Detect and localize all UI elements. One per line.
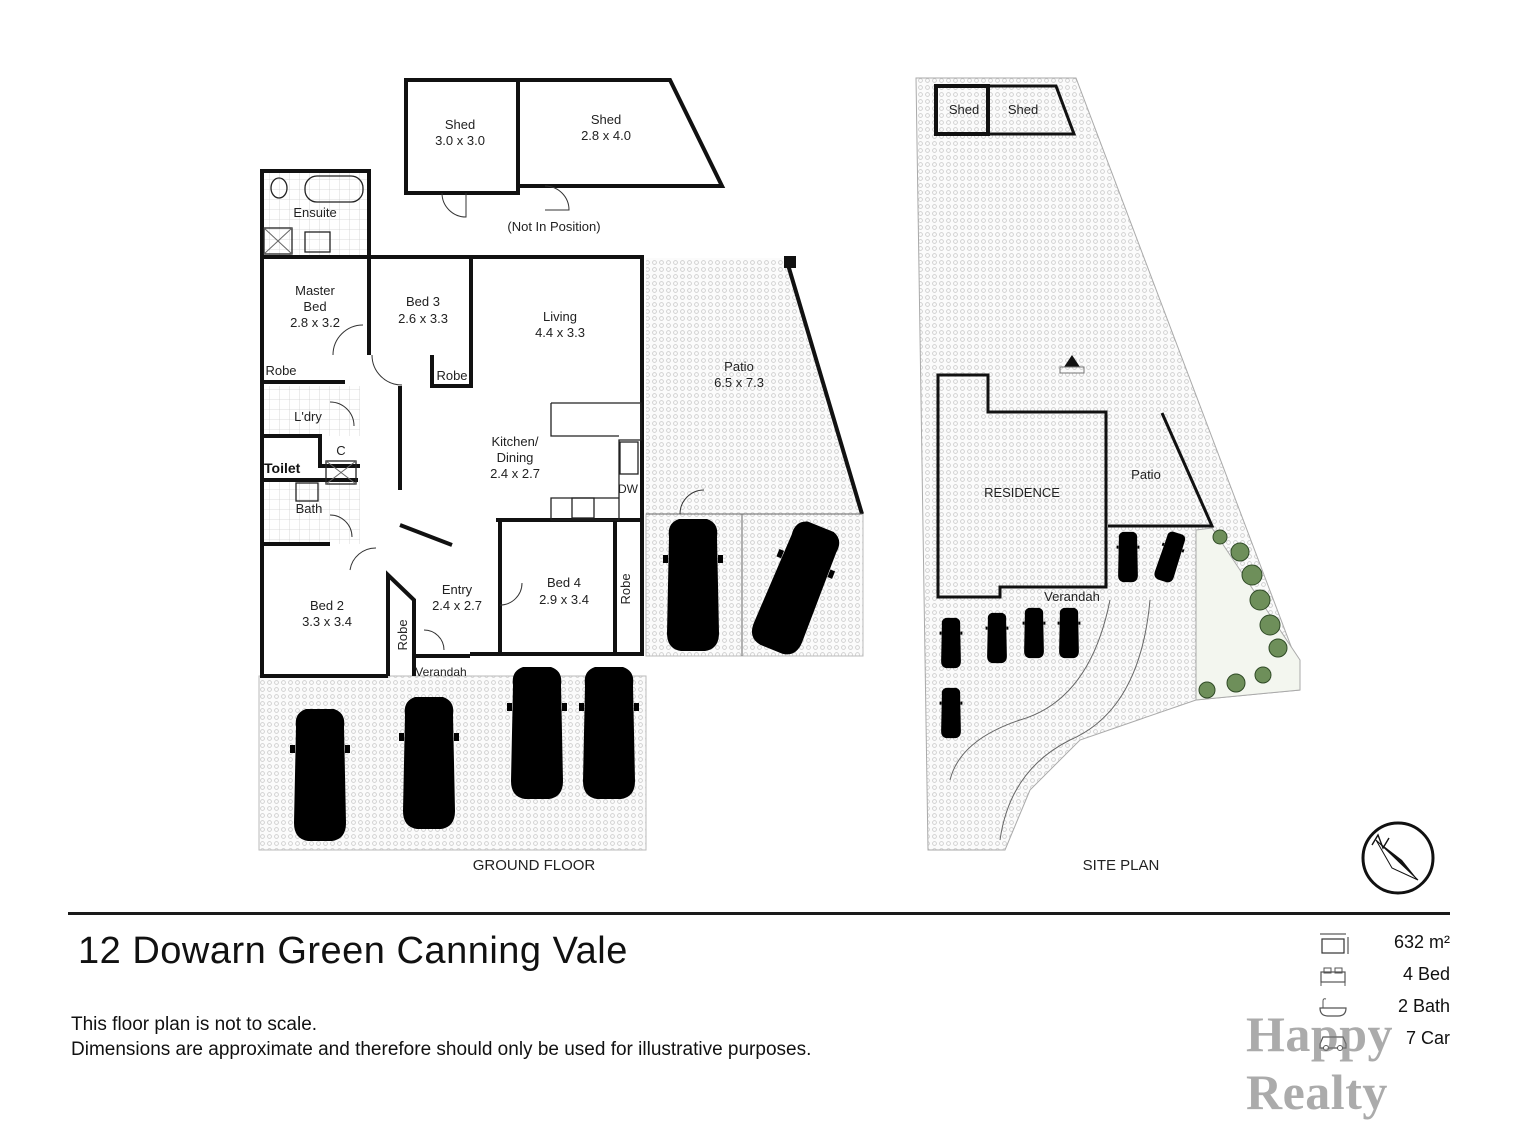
stat-cars: 7 Car — [1310, 1024, 1450, 1056]
label-bed-2: Bed 2 — [310, 598, 344, 613]
label-bed-4: Bed 4 — [547, 575, 581, 590]
site-boundary — [915, 77, 1301, 851]
car-icon — [1319, 1036, 1347, 1051]
stat-land-area-value: 632 m² — [1393, 932, 1450, 952]
disclaimer: This floor plan is not to scale. Dimensi… — [71, 1012, 811, 1062]
site-plan-caption: SITE PLAN — [1083, 857, 1160, 874]
label-robe-master: Robe — [265, 363, 296, 378]
stat-beds-value: 4 Bed — [1402, 964, 1450, 984]
site-label-shed-1: Shed — [949, 102, 979, 117]
car-front-4 — [579, 667, 639, 799]
footer-divider — [68, 912, 1450, 915]
land-area-icon — [1320, 933, 1349, 954]
label-master-1: Master — [295, 283, 335, 298]
label-cupboard: C — [336, 443, 345, 458]
size-shed-1: 3.0 x 3.0 — [435, 133, 485, 148]
size-entry: 2.4 x 2.7 — [432, 598, 482, 613]
label-bed-3: Bed 3 — [406, 294, 440, 309]
site-label-residence: RESIDENCE — [984, 485, 1060, 500]
size-bed-2: 3.3 x 3.4 — [302, 614, 352, 629]
label-robe-bed4: Robe — [618, 573, 633, 604]
site-car-5 — [1022, 607, 1046, 659]
stat-baths-value: 2 Bath — [1397, 996, 1450, 1016]
label-shed-1: Shed — [445, 117, 475, 132]
car-front-3 — [507, 667, 567, 799]
ground-floor-plan: Shed 3.0 x 3.0 Shed 2.8 x 4.0 (Not In Po… — [258, 78, 864, 874]
label-kitchen-2: Dining — [497, 450, 534, 465]
car-front-1 — [290, 709, 350, 841]
label-ensuite: Ensuite — [293, 205, 336, 220]
ground-floor-caption: GROUND FLOOR — [473, 857, 596, 874]
label-verandah: Verandah — [415, 665, 466, 679]
label-robe-bed2: Robe — [395, 619, 410, 650]
property-stats: 632 m² 4 Bed 2 Bath 7 Car — [1310, 928, 1450, 1056]
bed-icon — [1320, 967, 1346, 986]
shed-2-walls — [516, 78, 726, 188]
stat-land-area: 632 m² — [1310, 928, 1450, 960]
bath-icon — [1319, 998, 1347, 1017]
label-entry: Entry — [442, 582, 473, 597]
size-patio: 6.5 x 7.3 — [714, 375, 764, 390]
residence-outline — [936, 373, 1108, 599]
stat-cars-value: 7 Car — [1405, 1028, 1450, 1048]
site-car-6 — [1057, 607, 1081, 659]
label-not-in-position: (Not In Position) — [507, 219, 600, 234]
site-car-1 — [1116, 531, 1140, 583]
label-bath: Bath — [296, 501, 323, 516]
label-living: Living — [543, 309, 577, 324]
car-carport-1 — [663, 519, 723, 651]
label-toilet: Toilet — [264, 460, 301, 476]
size-living: 4.4 x 3.3 — [535, 325, 585, 340]
label-shed-2: Shed — [591, 112, 621, 127]
site-label-patio: Patio — [1131, 467, 1161, 482]
happy-realty-watermark: Happy Realty — [1246, 1006, 1394, 1120]
site-label-shed-2: Shed — [1008, 102, 1038, 117]
disclaimer-line-2: Dimensions are approximate and therefore… — [71, 1039, 812, 1060]
north-arrow-icon — [1361, 821, 1435, 895]
label-patio: Patio — [724, 359, 754, 374]
label-master-2: Bed — [303, 299, 326, 314]
patio-area — [646, 258, 862, 514]
size-bed-4: 2.9 x 3.4 — [539, 592, 589, 607]
car-front-2 — [399, 697, 459, 829]
site-plan: Shed Shed RESIDENCE Patio Verandah SITE … — [915, 77, 1301, 874]
floor-plan-drawing: Shed 3.0 x 3.0 Shed 2.8 x 4.0 (Not In Po… — [258, 77, 1435, 895]
stat-beds: 4 Bed — [1310, 960, 1450, 992]
stat-baths: 2 Bath — [1310, 992, 1450, 1024]
property-address: 12 Dowarn Green Canning Vale — [78, 930, 628, 972]
size-shed-2: 2.8 x 4.0 — [581, 128, 631, 143]
size-bed-3: 2.6 x 3.3 — [398, 311, 448, 326]
label-dishwasher: DW — [618, 482, 639, 496]
site-label-verandah: Verandah — [1044, 589, 1100, 604]
label-kitchen-1: Kitchen/ — [492, 434, 539, 449]
site-car-7 — [939, 687, 963, 739]
size-kitchen: 2.4 x 2.7 — [490, 466, 540, 481]
size-master: 2.8 x 3.2 — [290, 315, 340, 330]
site-car-4 — [985, 612, 1009, 664]
label-robe-bed3: Robe — [436, 368, 467, 383]
disclaimer-line-1: This floor plan is not to scale. — [71, 1014, 318, 1035]
house-walls — [260, 169, 644, 678]
site-car-3 — [939, 617, 963, 669]
label-laundry: L'dry — [294, 409, 322, 424]
